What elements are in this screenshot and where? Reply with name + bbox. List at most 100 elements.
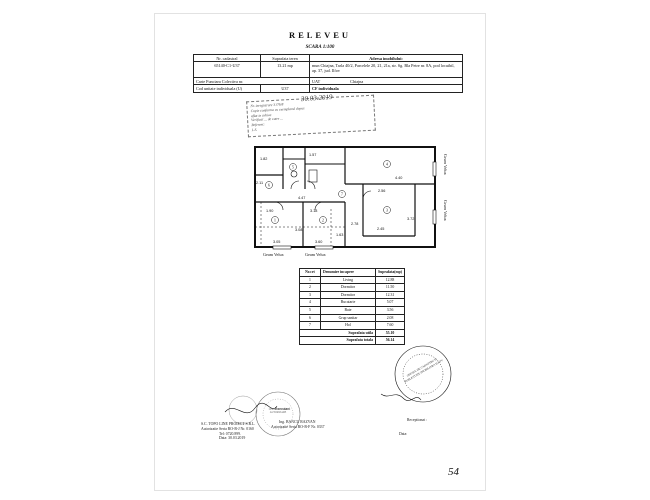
- dim-label: 3.60: [315, 240, 322, 244]
- dim-label: 3.72: [407, 217, 414, 221]
- door-arc: [306, 180, 316, 190]
- rooms-table: Nr.crt Denumire incapere Suprafata(mp) 1…: [299, 268, 406, 345]
- dim-label: 2.11: [256, 181, 263, 185]
- room-area: 2.08: [374, 313, 406, 323]
- header-adresa-label: Adresa imobilului:: [309, 53, 463, 63]
- room-area: 5.07: [374, 298, 406, 307]
- dim-label: 1.90: [266, 209, 273, 213]
- dim-label: 2.78: [351, 222, 358, 226]
- velux-window: [314, 245, 334, 250]
- room-area: 12.31: [374, 290, 406, 300]
- room-nr: 1: [299, 275, 321, 285]
- room-number: 7: [341, 193, 343, 197]
- page-title: RELEVEU: [288, 30, 352, 40]
- room-marker: [265, 181, 273, 189]
- room-name: Grup sanitar: [320, 313, 376, 323]
- rooms-header-nr: Nr.crt: [299, 268, 321, 277]
- velux-window: [432, 161, 437, 177]
- data-label: Data:: [399, 432, 408, 436]
- room-marker: [319, 216, 327, 224]
- executant-authorization: Autorizatie Seria RO-B-F Nr. 0337: [271, 424, 325, 429]
- dim-label: 2.45: [377, 227, 384, 231]
- room-marker: [289, 163, 297, 171]
- util-value: 55.10: [374, 328, 406, 338]
- dim-label: 4.40: [395, 176, 402, 180]
- dim-label: 3.18: [310, 209, 317, 213]
- velux-label: Geam Velux: [263, 252, 285, 257]
- room-nr: 6: [299, 313, 321, 323]
- room-nr: 3: [299, 290, 321, 300]
- door-arc: [314, 201, 324, 211]
- door-arc: [362, 190, 372, 200]
- room-nr: 4: [299, 298, 321, 307]
- page-mark: 54: [448, 466, 459, 478]
- room-area: 12.88: [374, 275, 406, 285]
- room-name: Dormitor: [320, 283, 376, 292]
- floor-plan: 1.82 2.11 1.57 4.40 2.56 4.47 1.90 3.18 …: [224, 146, 452, 437]
- room-marker: [383, 160, 391, 168]
- room-nr: 7: [299, 321, 321, 330]
- velux-window: [272, 245, 292, 250]
- room-area: 11.50: [374, 283, 406, 292]
- company-authorization: Autorizatie Seria RO-B-J Nr. 0160: [201, 426, 254, 431]
- company-phone: Tel: 0720.899.: [219, 431, 241, 436]
- scale-label: SCARA 1:100: [305, 45, 335, 50]
- dim-label: 1.82: [260, 157, 267, 161]
- door-arc: [274, 201, 284, 211]
- room-name: Baie: [320, 305, 376, 315]
- dim-label: 1.63: [336, 233, 343, 237]
- dim-label: 1.57: [309, 153, 316, 157]
- signature-scribble: [224, 402, 278, 414]
- room-name: Living: [320, 275, 376, 285]
- room-number: 5: [292, 166, 294, 170]
- room-nr: 2: [299, 283, 321, 292]
- survey-sheet: RELEVEU SCARA 1:100 Nr. cadastral Supraf…: [155, 14, 485, 490]
- room-number: 3: [386, 209, 388, 213]
- dim-label: 2.56: [378, 189, 385, 193]
- room-number: 6: [268, 184, 270, 188]
- room-name: Hol: [320, 321, 376, 330]
- company-block: S.C. TOPO LINE PROIECT S.R.L. Autorizati…: [201, 422, 281, 441]
- room-area: 7.60: [374, 321, 406, 330]
- dim-label: 3.08: [295, 228, 302, 232]
- room-marker: [338, 190, 346, 198]
- receptionat-label: Receptionat :: [407, 418, 428, 422]
- room-marker: [271, 216, 279, 224]
- ocpi-stamp-inner: [402, 353, 444, 395]
- uat-value: Chiajna: [350, 78, 364, 84]
- total-label: Suprafata totala: [299, 336, 376, 345]
- room-number: 1: [274, 219, 276, 223]
- authorization-stamp-text: CERTIFICAT DE AUTORIZARE: [268, 408, 288, 415]
- cf-individuala-label: CF individuala: [309, 84, 463, 93]
- total-value: 56.14: [374, 336, 406, 345]
- rooms-header-area: Suprafata(mp): [374, 268, 406, 277]
- velux-window: [432, 209, 437, 225]
- dim-label: 4.47: [298, 196, 305, 200]
- signature-scribble: [380, 393, 422, 401]
- room-area: 3.56: [374, 305, 406, 315]
- util-label: Suprafata utila: [299, 328, 376, 338]
- room-nr: 5: [299, 305, 321, 315]
- executant-name: Ing. BANCU RAZVAN: [279, 419, 316, 424]
- velux-label: Geam Velux: [305, 252, 327, 257]
- company-stamp: [228, 395, 258, 425]
- executant-label: Executant: [275, 407, 291, 411]
- sink-fixture: [290, 170, 298, 178]
- company-name: S.C. TOPO LINE PROIECT S.R.L.: [201, 422, 256, 426]
- company-date: Data: 30.03.2019: [219, 436, 246, 441]
- room-number: 4: [386, 163, 388, 167]
- dim-label: 3.05: [273, 240, 280, 244]
- rooms-header-name: Denumire incapere: [320, 268, 376, 277]
- toilet-fixture: [308, 169, 318, 183]
- authorization-stamp: [255, 391, 301, 437]
- authorization-stamp-inner: [262, 398, 294, 430]
